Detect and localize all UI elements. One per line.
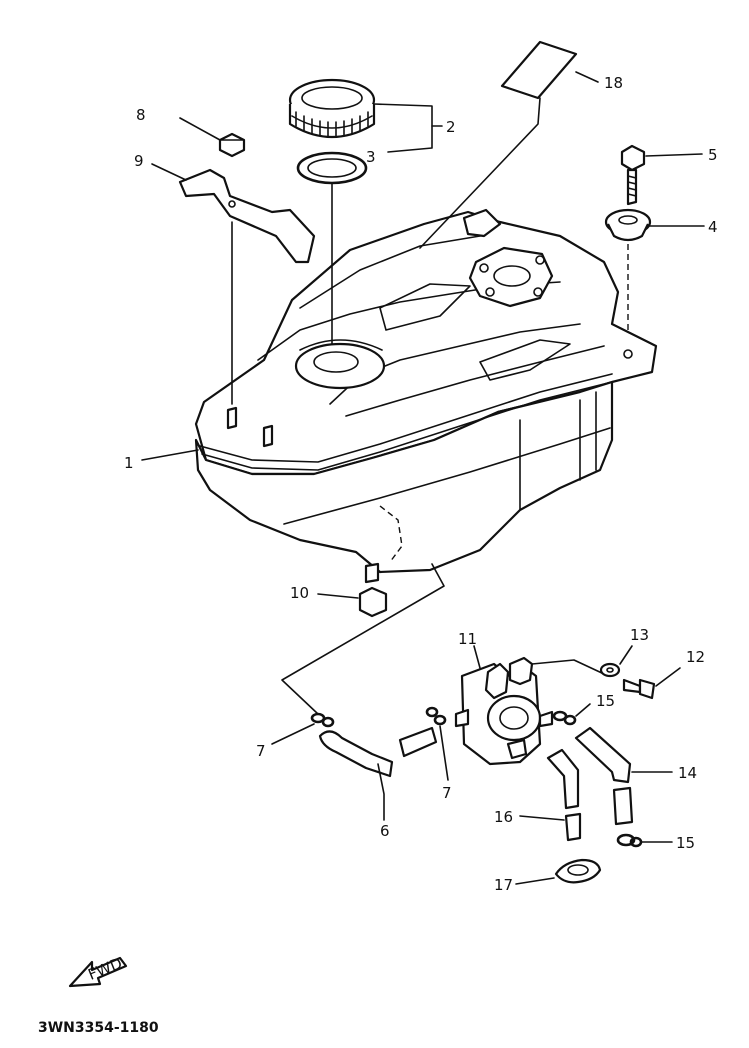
hose-clamp-part (515, 858, 602, 885)
callout-12: 12 (686, 648, 705, 666)
callout-17: 17 (494, 876, 513, 894)
callout-10: 10 (290, 584, 309, 602)
callout-15-upper: 15 (596, 692, 615, 710)
callout-18: 18 (604, 74, 623, 92)
callout-5: 5 (708, 146, 718, 164)
callout-14: 14 (678, 764, 697, 782)
fuel-tank-part (141, 208, 658, 584)
label-sticker-part (500, 40, 599, 100)
hose-clip-7a-part (271, 712, 335, 745)
callout-11: 11 (458, 630, 477, 648)
callout-2: 2 (446, 118, 456, 136)
hose-clip-15b-part (616, 833, 673, 848)
fuel-hose-part (318, 726, 438, 821)
forward-arrow-icon: FWD (68, 954, 128, 988)
hose-clip-15a-part (552, 703, 591, 726)
callout-6: 6 (380, 822, 390, 840)
breather-hose-part (574, 726, 673, 826)
callout-9: 9 (134, 152, 144, 170)
cap-gasket-part (296, 151, 368, 185)
callout-15-lower: 15 (676, 834, 695, 852)
tank-cap-part (288, 78, 376, 139)
tank-bracket-part (151, 163, 316, 264)
drawing-code: 3WN3354-1180 (38, 1020, 159, 1036)
callout-8: 8 (136, 106, 146, 124)
fwd-label: FWD (86, 954, 125, 984)
washer-part (599, 645, 633, 678)
grommet-part (604, 208, 705, 344)
callout-16: 16 (494, 808, 513, 826)
callout-3: 3 (366, 148, 376, 166)
callout-7-left: 7 (256, 742, 266, 760)
hose-clip-7b-part (425, 706, 449, 781)
flange-nut-part (179, 117, 246, 158)
callout-4: 4 (708, 218, 718, 236)
fuel-cock-part (454, 645, 554, 766)
bolt-part (620, 144, 703, 206)
screw-part (622, 667, 681, 700)
callout-13: 13 (630, 626, 649, 644)
drain-cap-part (317, 586, 388, 618)
callout-7-right: 7 (442, 784, 452, 802)
callout-1: 1 (124, 454, 134, 472)
overflow-hose-part (519, 748, 582, 842)
